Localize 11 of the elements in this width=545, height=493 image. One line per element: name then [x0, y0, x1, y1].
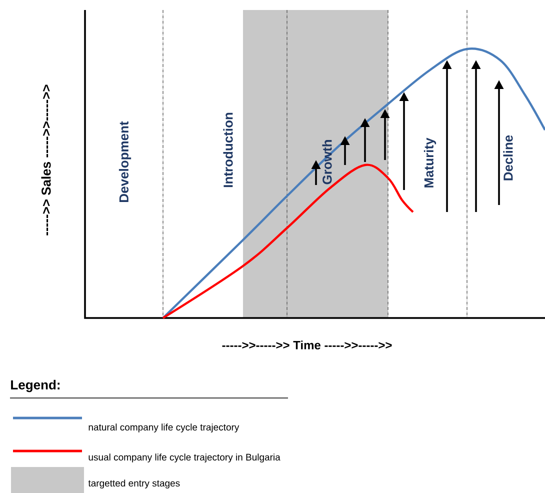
stage-label: Development	[118, 121, 132, 202]
legend-label: targetted entry stages	[88, 480, 180, 488]
stage-label: Maturity	[424, 138, 436, 188]
stage-label: Introduction	[223, 112, 233, 188]
legend-heading: Legend:	[11, 380, 60, 392]
legend-label: natural company life cycle trajectory	[88, 424, 240, 432]
axis-label: ----->> Sales ----->>----->>	[41, 84, 51, 236]
stage-label: Growth	[322, 140, 332, 184]
legend-label: usual company life cycle trajectory in Bulgaria	[88, 454, 280, 462]
axis-label: ----->>----->> Time ----->>----->>	[222, 340, 392, 350]
stage-label: Decline	[503, 135, 513, 180]
